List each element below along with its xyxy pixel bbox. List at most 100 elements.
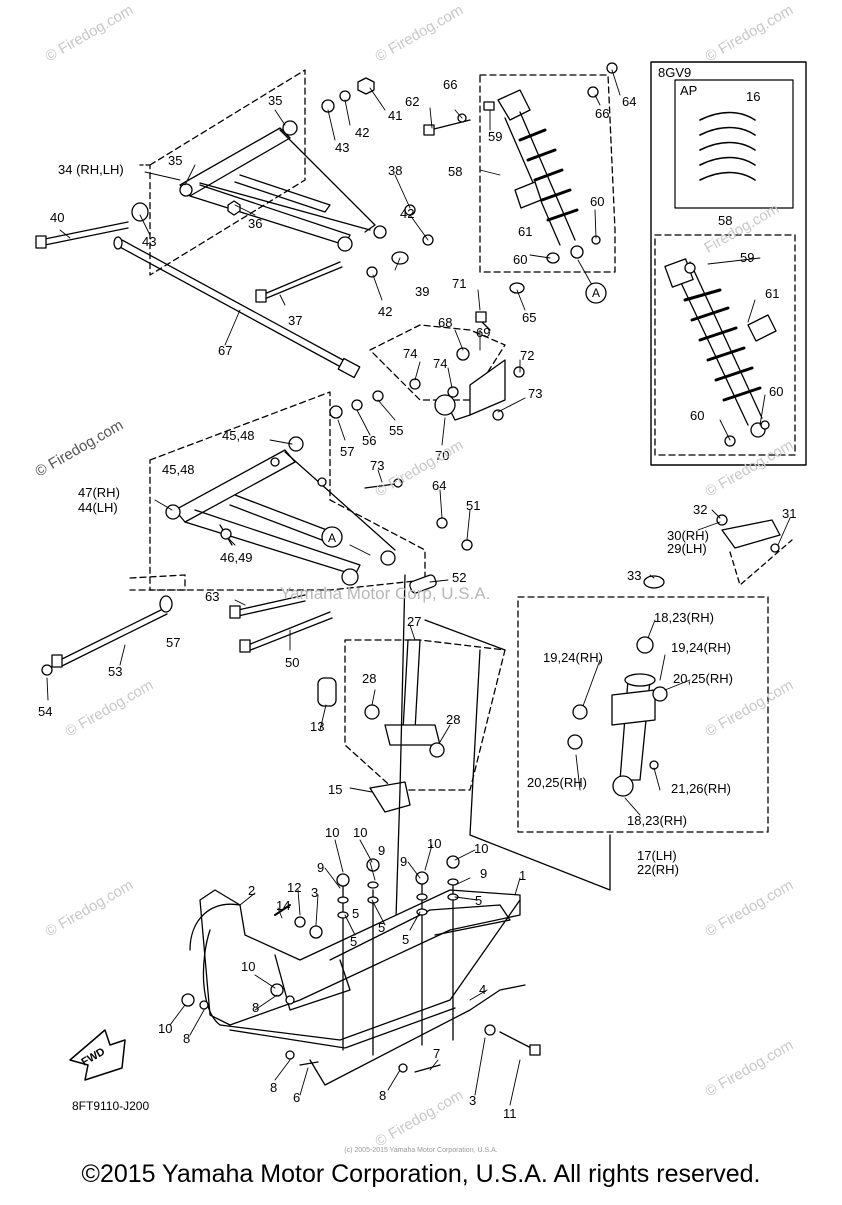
part-label: 20,25(RH) xyxy=(673,671,733,686)
part-label: 42 xyxy=(355,125,369,140)
part-label: 59 xyxy=(740,250,754,265)
part-label: 60 xyxy=(590,194,604,209)
part-label: 60 xyxy=(690,408,704,423)
part-label: 8 xyxy=(252,1000,259,1015)
part-label: 60 xyxy=(513,252,527,267)
part-label: 27 xyxy=(407,614,421,629)
part-label: 73 xyxy=(528,386,542,401)
part-label: 4 xyxy=(479,982,486,997)
part-label: 15 xyxy=(328,782,342,797)
part-label: 70 xyxy=(435,448,449,463)
part-label: 5 xyxy=(350,934,357,949)
part-label: 40 xyxy=(50,210,64,225)
copyright-footer: ©2015 Yamaha Motor Corporation, U.S.A. A… xyxy=(81,1160,761,1188)
part-label: 9 xyxy=(400,854,407,869)
part-label: 47(RH) xyxy=(78,485,120,500)
part-label: 72 xyxy=(520,348,534,363)
part-label: 7 xyxy=(433,1046,440,1061)
inset-model: 8GV9 xyxy=(658,65,691,80)
part-label: 50 xyxy=(285,655,299,670)
part-label: 44(LH) xyxy=(78,500,118,515)
inset-kit: AP xyxy=(680,83,697,98)
part-label: 63 xyxy=(205,589,219,604)
part-label: 64 xyxy=(432,478,446,493)
part-label: 57 xyxy=(340,444,354,459)
part-label: 74 xyxy=(403,346,417,361)
part-label: 66 xyxy=(595,106,609,121)
part-label: 64 xyxy=(622,94,636,109)
part-label: 73 xyxy=(370,458,384,473)
part-label: 42 xyxy=(378,304,392,319)
part-label: 35 xyxy=(168,153,182,168)
inset-part-16: 16 xyxy=(746,89,760,104)
part-label: 9 xyxy=(378,843,385,858)
part-label: 18,23(RH) xyxy=(627,813,687,828)
part-label: 9 xyxy=(317,860,324,875)
part-label: 8 xyxy=(379,1088,386,1103)
part-label: 10 xyxy=(427,836,441,851)
fwd-arrow-icon xyxy=(69,1029,126,1081)
part-label: 36 xyxy=(248,216,262,231)
part-label: 29(LH) xyxy=(667,541,707,556)
part-label: 42 xyxy=(400,206,414,221)
part-label: 56 xyxy=(362,433,376,448)
part-label: 5 xyxy=(402,932,409,947)
part-label: 74 xyxy=(433,356,447,371)
part-label: 52 xyxy=(452,570,466,585)
part-label: 9 xyxy=(480,866,487,881)
part-label: 8 xyxy=(270,1080,277,1095)
part-label: 10 xyxy=(353,825,367,840)
part-label: 45,48 xyxy=(162,462,195,477)
inset-part-58: 58 xyxy=(718,213,732,228)
part-label: 62 xyxy=(405,94,419,109)
part-label: 58 xyxy=(448,164,462,179)
part-label: 68 xyxy=(438,315,452,330)
part-label: 3 xyxy=(311,885,318,900)
part-label: 30(RH) xyxy=(667,528,709,543)
part-label: 2 xyxy=(248,883,255,898)
part-label: 69 xyxy=(476,325,490,340)
part-label: 66 xyxy=(443,77,457,92)
part-label: 31 xyxy=(782,506,796,521)
part-label: 17(LH) xyxy=(637,848,677,863)
part-label: 57 xyxy=(166,635,180,650)
part-label: 43 xyxy=(142,234,156,249)
part-label: 21,26(RH) xyxy=(671,781,731,796)
part-label: 28 xyxy=(362,671,376,686)
part-label: 67 xyxy=(218,343,232,358)
part-label: 13 xyxy=(310,719,324,734)
part-label: 22(RH) xyxy=(637,862,679,877)
part-label: 1 xyxy=(519,868,526,883)
tiny-copyright: (c) 2005-2015 Yamaha Motor Corporation, … xyxy=(344,1147,498,1154)
yamaha-watermark: Yamaha Motor Corp, U.S.A. xyxy=(280,584,491,603)
part-label: 59 xyxy=(488,129,502,144)
part-label: 33 xyxy=(627,568,641,583)
upper-arm-dashed-box xyxy=(149,69,306,276)
part-label: 65 xyxy=(522,310,536,325)
part-label: 5 xyxy=(475,893,482,908)
part-label: 55 xyxy=(389,423,403,438)
part-label: 51 xyxy=(466,498,480,513)
part-label: 43 xyxy=(335,140,349,155)
part-label: 61 xyxy=(518,224,532,239)
part-label: 41 xyxy=(388,108,402,123)
part-label: 5 xyxy=(378,920,385,935)
part-label: 12 xyxy=(287,880,301,895)
part-label: 38 xyxy=(388,163,402,178)
part-label: 37 xyxy=(288,313,302,328)
part-label: 54 xyxy=(38,704,52,719)
part-label: 10 xyxy=(474,841,488,856)
part-label: 39 xyxy=(415,284,429,299)
part-label: 45,48 xyxy=(222,428,255,443)
part-label: 34 (RH,LH) xyxy=(58,162,124,177)
part-label: 61 xyxy=(765,286,779,301)
part-label: 28 xyxy=(446,712,460,727)
part-label: 10 xyxy=(158,1021,172,1036)
part-label: 11 xyxy=(503,1106,517,1121)
part-label: 32 xyxy=(693,502,707,517)
part-label: 5 xyxy=(352,906,359,921)
part-label: 10 xyxy=(325,825,339,840)
part-label: 19,24(RH) xyxy=(543,650,603,665)
